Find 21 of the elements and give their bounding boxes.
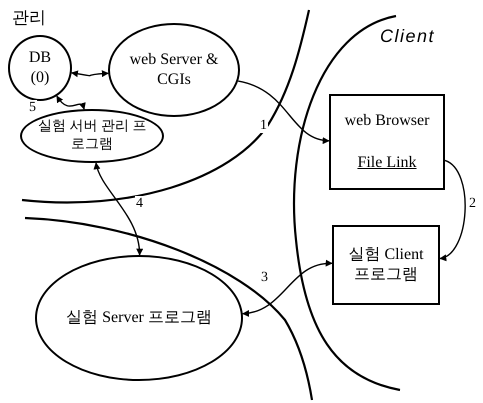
node-text: web Server & CGIs	[129, 50, 219, 90]
arrow	[56, 96, 85, 110]
circle-node	[8, 35, 72, 101]
region-label: Client	[380, 26, 436, 47]
edge-label: 1	[259, 118, 268, 133]
node-text: web Browser	[344, 111, 430, 131]
node-text: DB (0)	[28, 48, 52, 88]
arrow	[439, 160, 466, 260]
link-text: File Link	[357, 153, 417, 173]
node-text: 실험 Server 프로그램	[66, 308, 212, 328]
node-text: 실험 Client 프로그램	[347, 245, 425, 285]
ellipse-node	[35, 255, 243, 381]
process-box	[332, 225, 440, 305]
arrow	[70, 70, 109, 78]
process-box	[329, 94, 445, 190]
region-label: 관리	[12, 7, 46, 29]
node-text: 실험 서버 관리 프로그램	[37, 118, 147, 154]
arrow	[94, 162, 143, 256]
ellipse-node	[108, 23, 240, 117]
arrow	[242, 260, 333, 316]
arrow	[238, 80, 330, 144]
